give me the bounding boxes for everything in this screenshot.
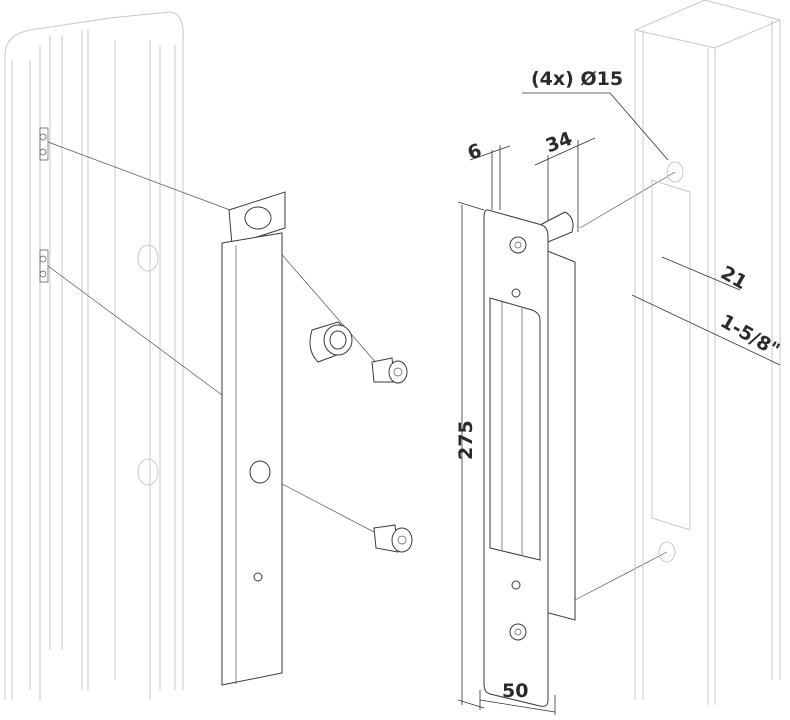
post-width-label: 1-5/8" xyxy=(717,310,784,361)
height-label: 275 xyxy=(455,420,477,460)
hole-offset-label: 21 xyxy=(717,262,751,294)
spacer xyxy=(309,321,353,363)
hole-callout-label: (4x) Ø15 xyxy=(531,68,623,90)
plate-offset-label: 6 xyxy=(465,140,485,165)
square-post xyxy=(634,0,781,705)
magnetic-lock xyxy=(483,209,576,707)
mounting-bracket xyxy=(221,191,286,686)
depth-label: 34 xyxy=(543,128,575,158)
width-label: 50 xyxy=(502,680,528,702)
assembly-lines xyxy=(47,141,676,601)
door-profile xyxy=(4,11,184,700)
dimension-lines xyxy=(457,92,781,715)
countersunk-screw xyxy=(373,524,413,553)
cap-screw xyxy=(371,357,408,384)
